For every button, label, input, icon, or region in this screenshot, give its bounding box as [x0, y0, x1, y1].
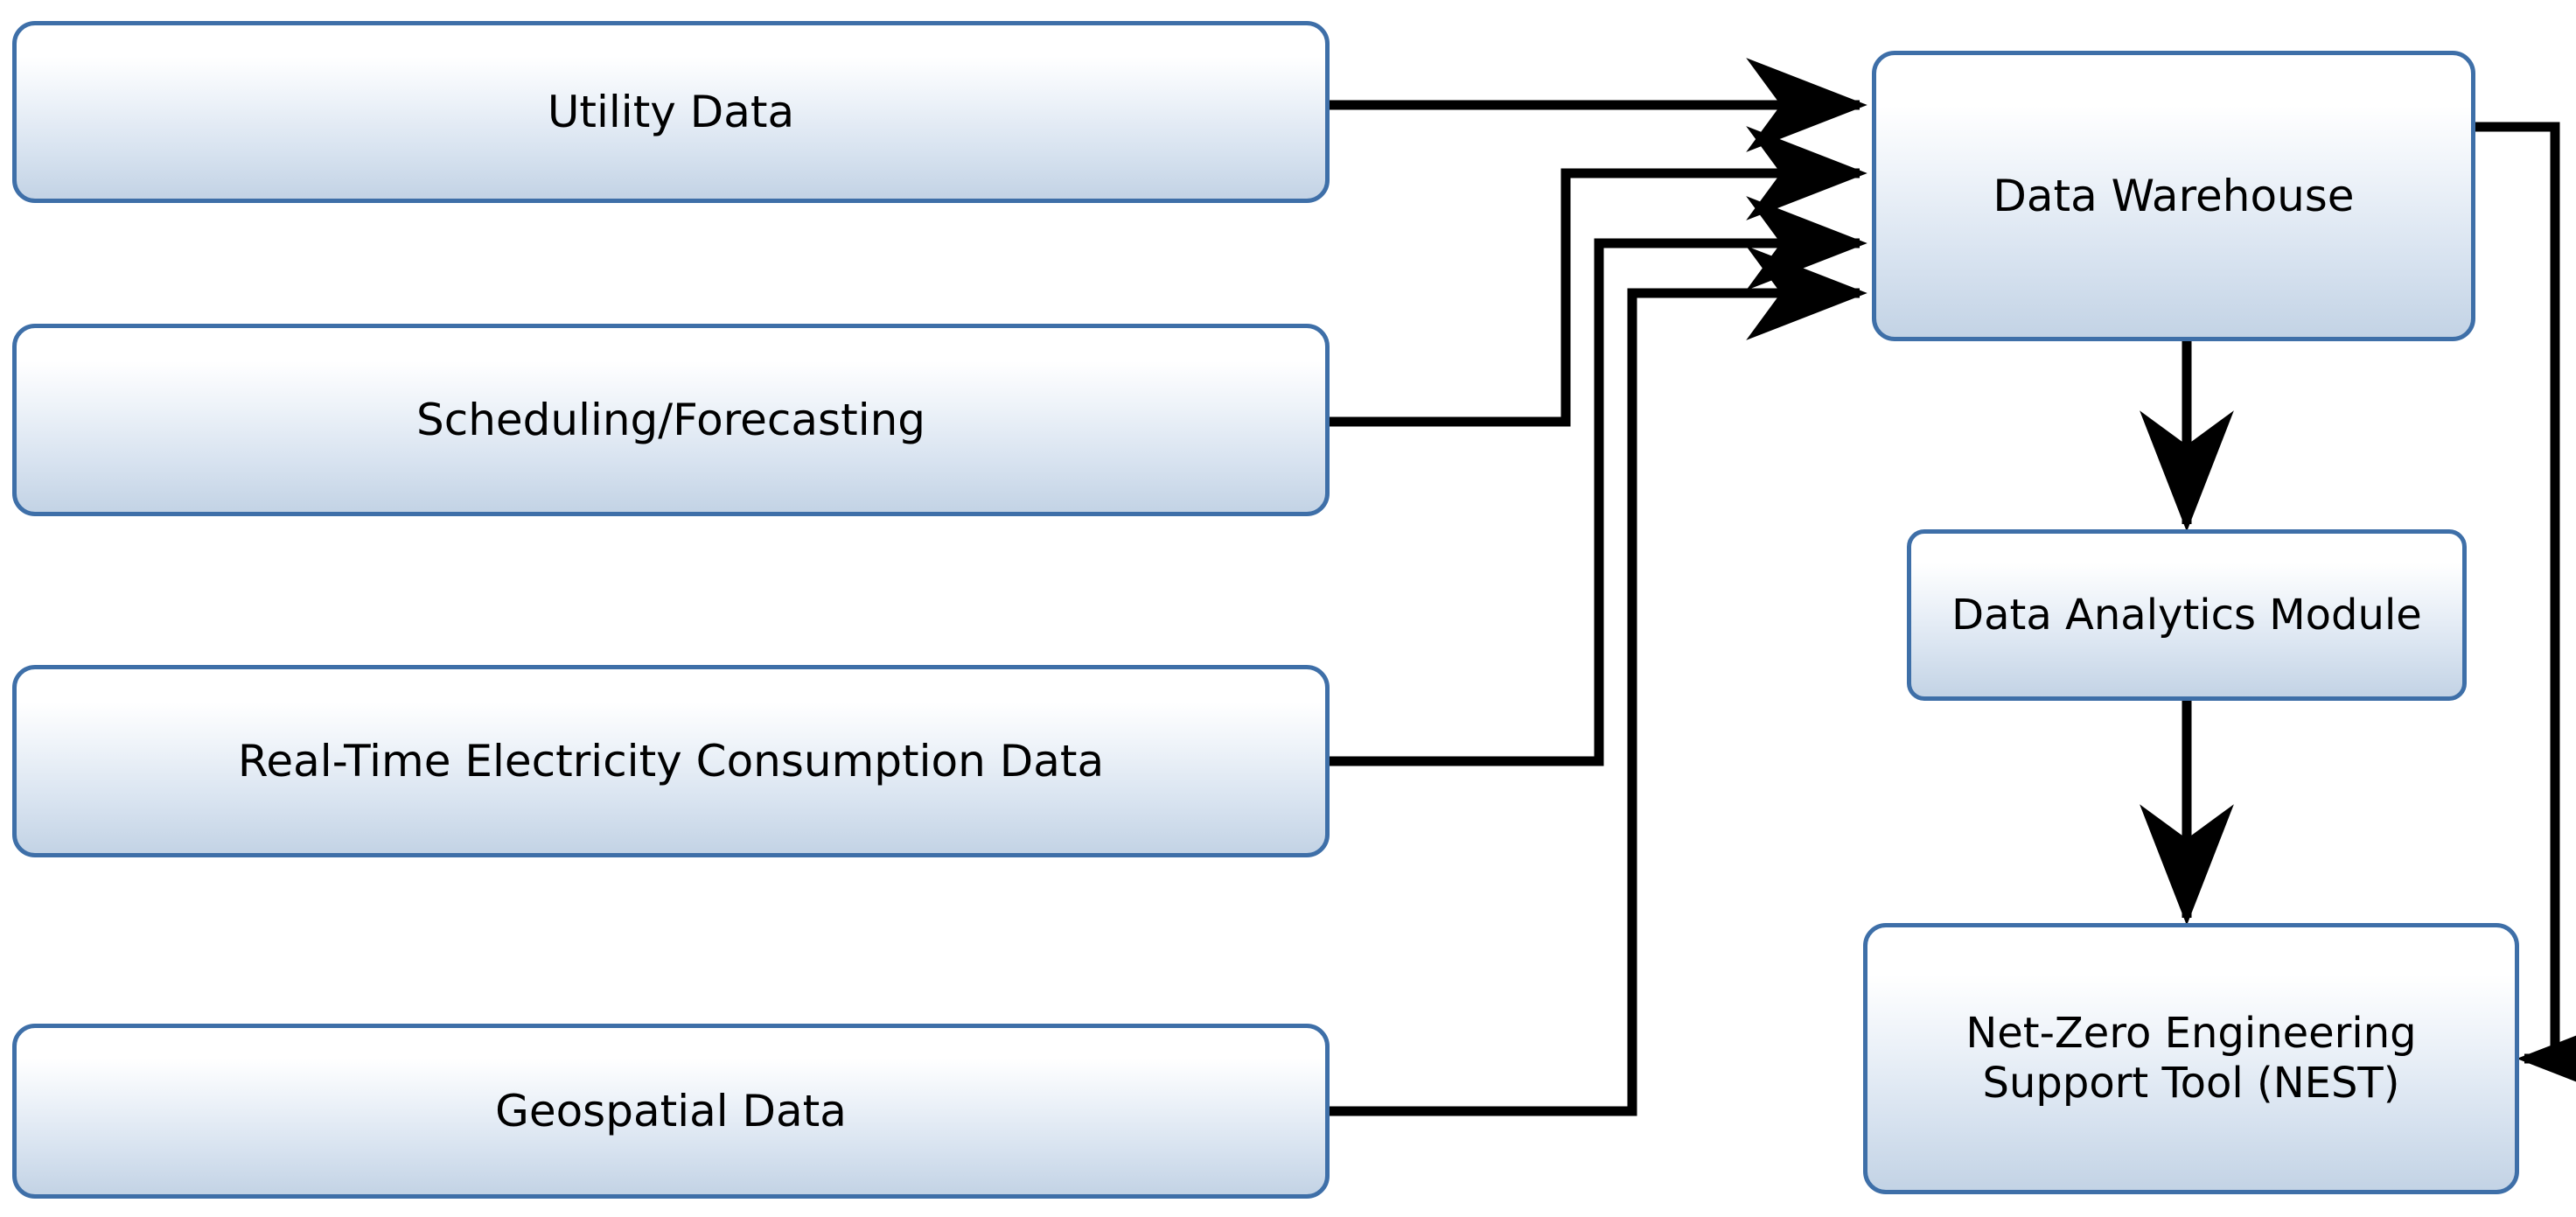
node-label-data-warehouse: Data Warehouse	[1993, 170, 2355, 221]
node-label-nest-tool: Net-Zero Engineering Support Tool (NEST)	[1965, 1009, 2417, 1108]
node-data-warehouse[interactable]: Data Warehouse	[1872, 51, 2475, 341]
node-utility-data[interactable]: Utility Data	[12, 21, 1330, 203]
connector-realtime-to-warehouse	[1330, 196, 1867, 766]
connector-scheduling-to-warehouse	[1330, 126, 1867, 427]
node-label-data-analytics-module: Data Analytics Module	[1951, 590, 2422, 640]
node-nest-tool[interactable]: Net-Zero Engineering Support Tool (NEST)	[1863, 923, 2519, 1194]
connector-warehouse-to-nest-feedback	[2475, 122, 2576, 1106]
connector-geospatial-to-warehouse	[1330, 246, 1867, 1116]
node-label-scheduling-forecasting: Scheduling/Forecasting	[415, 394, 926, 445]
node-label-utility-data: Utility Data	[547, 86, 795, 137]
node-scheduling-forecasting[interactable]: Scheduling/Forecasting	[12, 324, 1330, 516]
node-label-realtime-consumption: Real-Time Electricity Consumption Data	[237, 735, 1105, 787]
node-realtime-consumption[interactable]: Real-Time Electricity Consumption Data	[12, 665, 1330, 857]
node-data-analytics-module[interactable]: Data Analytics Module	[1907, 529, 2467, 701]
node-label-geospatial-data: Geospatial Data	[495, 1085, 847, 1137]
node-geospatial-data[interactable]: Geospatial Data	[12, 1024, 1330, 1199]
